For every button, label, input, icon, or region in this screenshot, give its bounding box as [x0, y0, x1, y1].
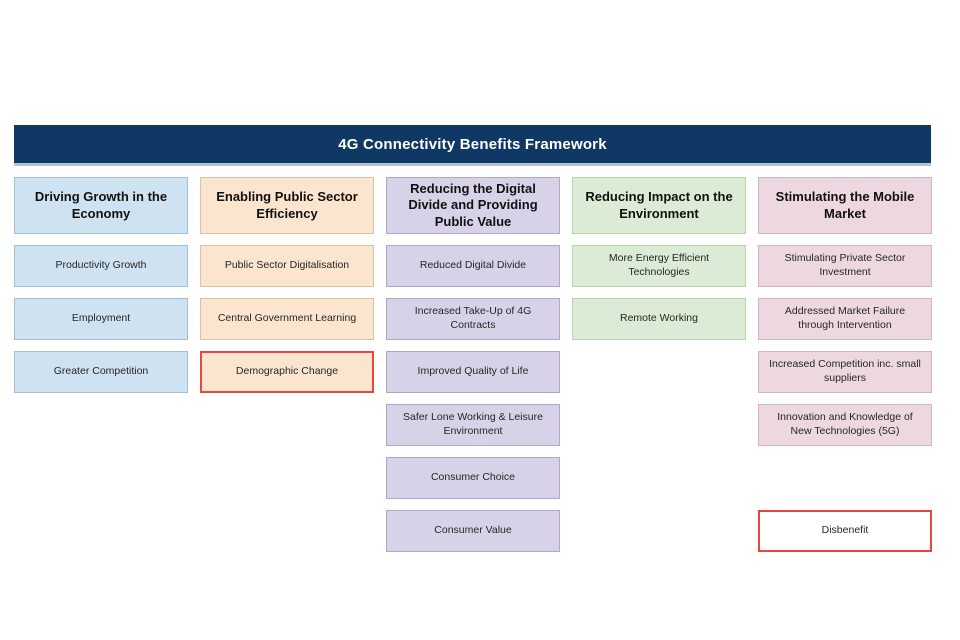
benefit-box-mobile-market-4: Innovation and Knowledge of New Technolo…: [758, 404, 932, 446]
benefit-box-digital-divide-3: Improved Quality of Life: [386, 351, 560, 393]
benefit-box-mobile-market-1: Stimulating Private Sector Investment: [758, 245, 932, 287]
benefit-box-mobile-market-3: Increased Competition inc. small supplie…: [758, 351, 932, 393]
benefit-box-mobile-market-5: Disbenefit: [758, 510, 932, 552]
column-header-public-sector: Enabling Public Sector Efficiency: [200, 177, 374, 234]
benefit-box-digital-divide-2: Increased Take-Up of 4G Contracts: [386, 298, 560, 340]
column-header-economy: Driving Growth in the Economy: [14, 177, 188, 234]
benefit-box-economy-2: Employment: [14, 298, 188, 340]
benefit-box-public-sector-1: Public Sector Digitalisation: [200, 245, 374, 287]
column-header-environment: Reducing Impact on the Environment: [572, 177, 746, 234]
column-header-digital-divide: Reducing the Digital Divide and Providin…: [386, 177, 560, 234]
benefit-box-digital-divide-1: Reduced Digital Divide: [386, 245, 560, 287]
benefit-box-digital-divide-5: Consumer Choice: [386, 457, 560, 499]
benefit-box-mobile-market-2: Addressed Market Failure through Interve…: [758, 298, 932, 340]
benefit-box-digital-divide-6: Consumer Value: [386, 510, 560, 552]
framework-title: 4G Connectivity Benefits Framework: [338, 135, 607, 153]
benefit-box-environment-1: More Energy Efficient Technologies: [572, 245, 746, 287]
benefit-box-public-sector-3: Demographic Change: [200, 351, 374, 393]
benefit-box-environment-2: Remote Working: [572, 298, 746, 340]
benefit-box-public-sector-2: Central Government Learning: [200, 298, 374, 340]
benefit-box-digital-divide-4: Safer Lone Working & Leisure Environment: [386, 404, 560, 446]
benefit-box-economy-3: Greater Competition: [14, 351, 188, 393]
benefit-box-economy-1: Productivity Growth: [14, 245, 188, 287]
column-header-mobile-market: Stimulating the Mobile Market: [758, 177, 932, 234]
framework-title-bar: 4G Connectivity Benefits Framework: [14, 125, 931, 166]
